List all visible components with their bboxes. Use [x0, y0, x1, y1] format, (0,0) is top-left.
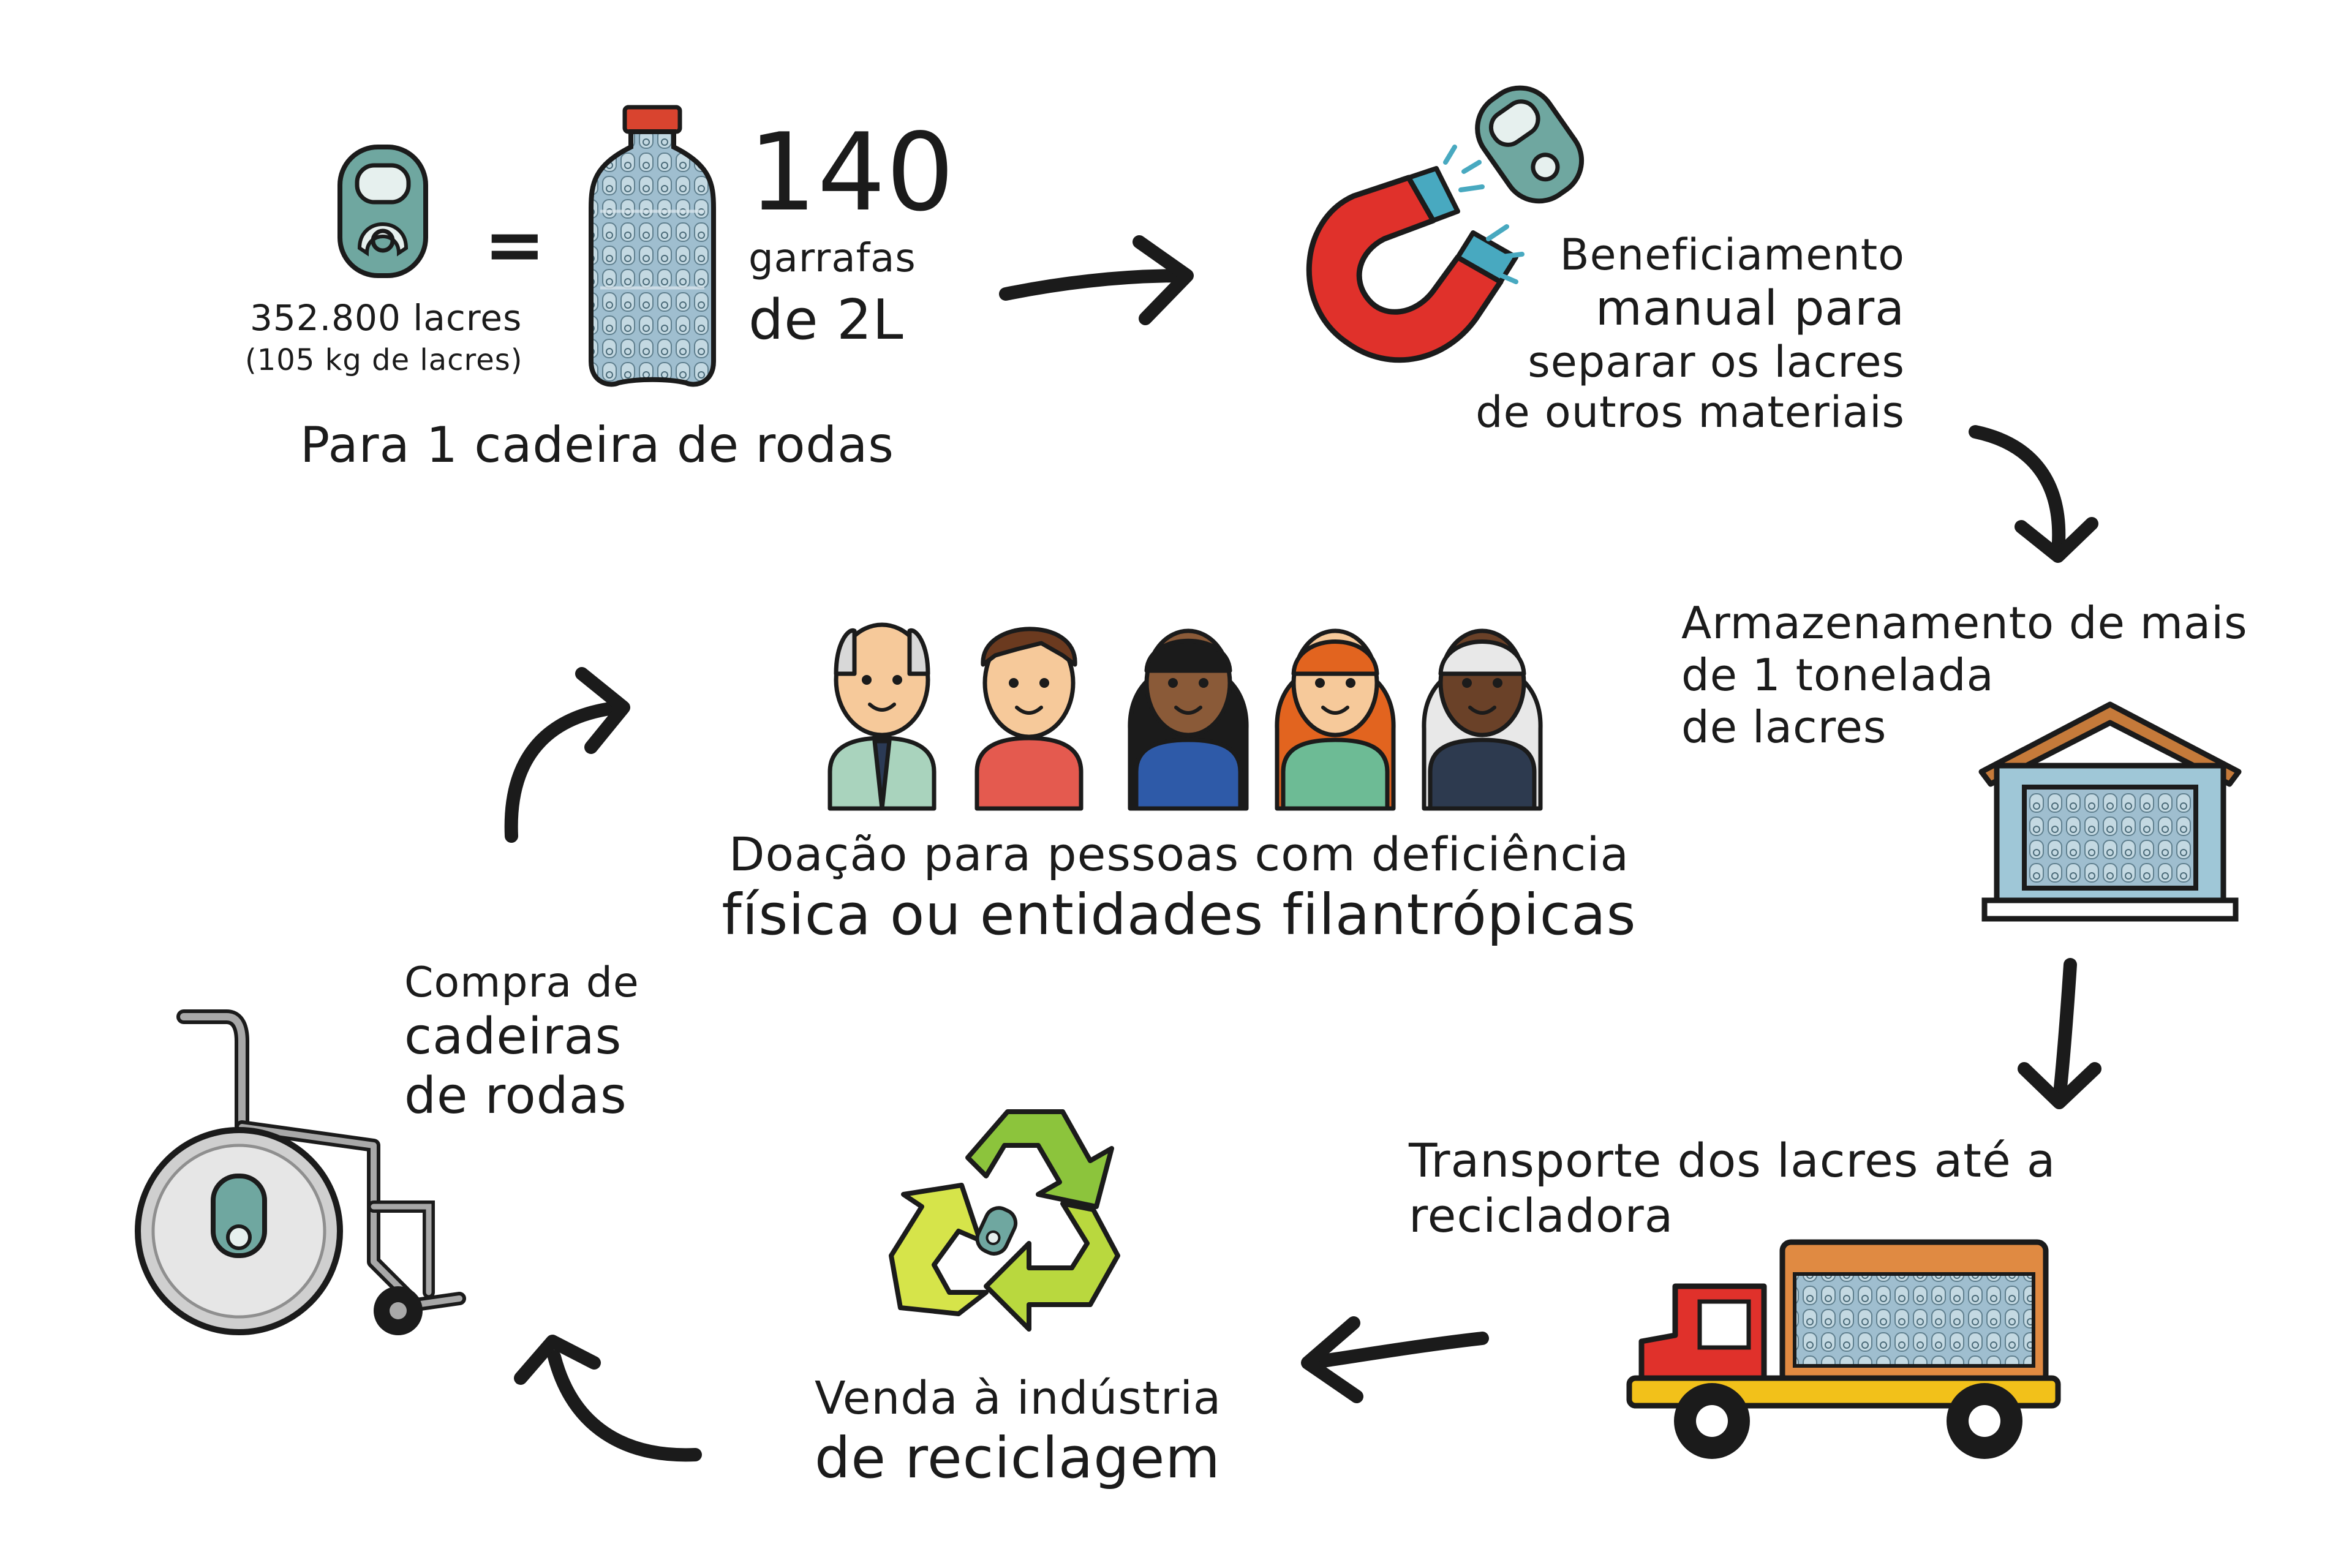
can-tab-icon — [337, 145, 428, 278]
text-line: de reciclagem — [815, 1425, 1221, 1491]
step-transporte: Transporte dos lacres até a recicladora — [1409, 1133, 2056, 1243]
arrow-down-curve-icon — [1969, 425, 2098, 563]
arrow-right-icon — [999, 235, 1194, 325]
text-line: Compra de — [404, 959, 639, 1007]
can-tab-icon — [1475, 85, 1585, 204]
truck-icon — [1626, 1239, 2061, 1459]
wheelchair-caption: Para 1 cadeira de rodas — [300, 417, 894, 473]
lacres-weight: (105 kg de lacres) — [245, 343, 523, 377]
text-line: Venda à indústria — [815, 1372, 1222, 1425]
magnet-icon — [1306, 145, 1525, 363]
text-line: cadeiras — [404, 1008, 622, 1066]
text-line: de 1 tonelada — [1681, 649, 1994, 701]
bottles-number: 140 — [748, 111, 956, 235]
bottles-word: garrafas — [748, 236, 916, 281]
step-compra: Compra de cadeiras de rodas — [404, 959, 639, 1126]
recycle-icon — [889, 1109, 1120, 1332]
text-line: de rodas — [404, 1066, 627, 1125]
arrow-curve-left-icon — [514, 1335, 702, 1462]
text-line: física ou entidades filantrópicas — [722, 881, 1637, 948]
text-line: Armazenamento de mais — [1681, 597, 2248, 649]
equals-sign: = — [484, 203, 546, 288]
arrow-curve-up-icon — [504, 667, 630, 843]
bottles-size: de 2L — [748, 288, 904, 352]
people-group-icon — [827, 622, 1543, 811]
step-beneficiamento: Beneficiamento manual para separar os la… — [1446, 230, 1905, 438]
text-line: manual para — [1595, 281, 1905, 336]
bottle-icon — [589, 105, 716, 387]
step-venda: Venda à indústria de reciclagem — [815, 1372, 1221, 1492]
text-line: recicladora — [1409, 1188, 1674, 1243]
step-doacao: Doação para pessoas com deficiência físi… — [698, 827, 1660, 948]
text-line: Doação para pessoas com deficiência — [728, 827, 1630, 881]
text-line: Beneficiamento — [1559, 230, 1905, 280]
text-line: Transporte dos lacres até a — [1409, 1133, 2056, 1188]
lacres-count: 352.800 lacres — [250, 297, 522, 339]
wheelchair-icon — [135, 1009, 466, 1335]
step-armazenamento: Armazenamento de mais de 1 tonelada de l… — [1681, 597, 2248, 753]
text-line: separar os lacres — [1528, 336, 1905, 387]
arrow-left-icon — [1301, 1316, 1489, 1403]
text-line: de outros materiais — [1476, 387, 1905, 438]
arrow-down-icon — [2018, 958, 2101, 1109]
text-line: de lacres — [1681, 701, 1887, 753]
warehouse-icon — [1978, 701, 2242, 922]
